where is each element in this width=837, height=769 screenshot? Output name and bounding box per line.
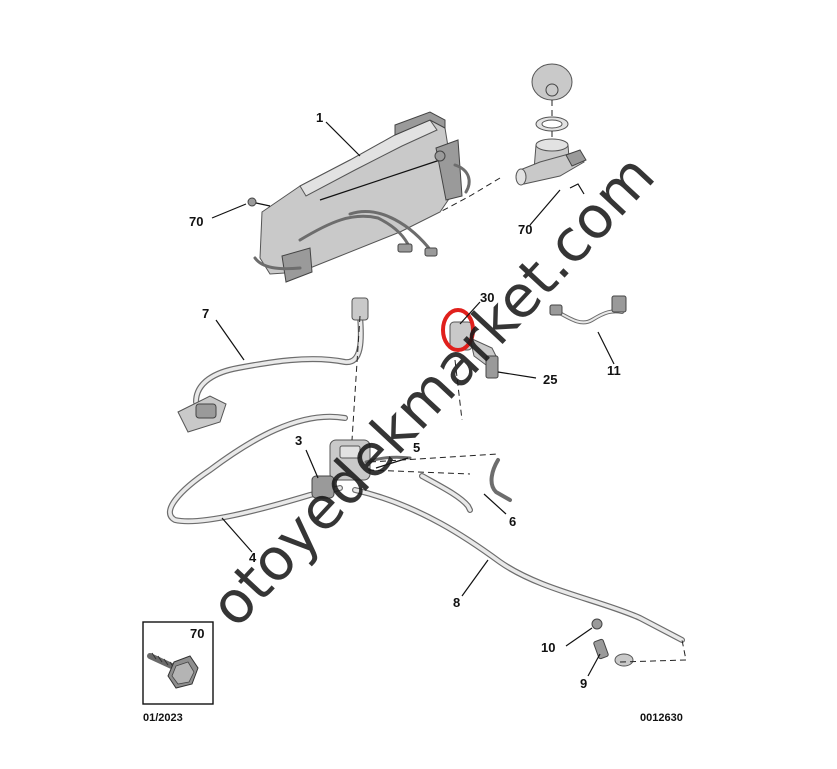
callout-labels: 1 70 70 30 25 7 11 3 5 6 4 8 10 9 [189,110,621,691]
inset-label: 70 [190,626,204,641]
screw-icon [147,652,199,689]
callout-8: 8 [453,595,460,610]
callout-10: 10 [541,640,555,655]
callout-5: 5 [413,440,420,455]
level-sensor [441,308,499,379]
callout-4: 4 [249,550,257,565]
callout-1: 1 [316,110,323,125]
callout-30: 30 [480,290,494,305]
callout-9: 9 [580,676,587,691]
callout-7: 7 [202,306,209,321]
nozzle-9-10 [591,618,634,667]
hose-7 [177,297,369,433]
hose-4 [167,413,348,525]
inset-box-70: 70 [142,621,214,705]
leader-lines [211,121,615,677]
callout-25: 25 [543,372,557,387]
washer-pump [311,439,412,499]
callout-6: 6 [509,514,516,529]
pipe-11 [549,295,627,325]
filler-neck [515,63,587,195]
hose-8 [352,487,685,643]
callout-70-left: 70 [189,214,203,229]
hose-6 [419,458,512,513]
footer-reference: 0012630 [640,712,683,724]
screw-70-left [247,197,271,207]
callout-3: 3 [295,433,302,448]
highlight-ring [441,308,475,352]
footer-date: 01/2023 [143,712,183,724]
connector-lines [351,177,687,663]
callout-11: 11 [607,363,621,378]
washer-reservoir [253,111,471,283]
callout-70-right: 70 [518,222,532,237]
